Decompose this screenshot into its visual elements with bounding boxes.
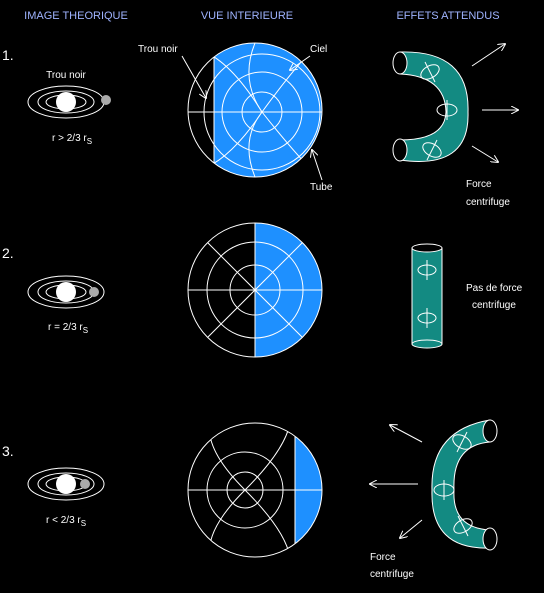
label-tube: Tube: [310, 182, 333, 193]
header-expected-effects: EFFETS ATTENDUS: [396, 10, 499, 22]
label-trou-noir: Trou noir: [138, 44, 178, 55]
black-hole-sphere: [56, 474, 76, 494]
orbit-diagram-3: r < 2/3 rS: [27, 467, 105, 528]
interior-view-1: Trou noir Ciel Tube: [138, 42, 333, 193]
straight-tube-2: Pas de force centrifuge: [411, 243, 523, 349]
effect-label-3a: Force: [370, 552, 396, 563]
effect-label-1b: centrifuge: [466, 197, 510, 208]
black-hole-sphere: [56, 282, 76, 302]
black-hole-label: Trou noir: [46, 70, 86, 81]
curved-tube-1: Force centrifuge: [392, 44, 518, 208]
orbit-diagram-2: r = 2/3 rS: [27, 275, 105, 335]
curved-tube-3: Force centrifuge: [370, 419, 498, 580]
orbit-diagram-1: Trou noir r > 2/3 rS: [27, 70, 111, 146]
orbiter-dot: [101, 95, 111, 105]
orbiter-dot: [89, 287, 99, 297]
effect-label-2a: Pas de force: [466, 283, 523, 294]
header-interior-view: VUE INTERIEURE: [201, 10, 293, 22]
header-theoretical: IMAGE THEORIQUE: [24, 10, 128, 22]
effect-label-1a: Force: [466, 179, 492, 190]
effect-label-3b: centrifuge: [370, 569, 414, 580]
interior-view-2: [187, 222, 323, 358]
effect-label-2b: centrifuge: [472, 300, 516, 311]
radius-condition-2: r = 2/3 rS: [48, 322, 88, 335]
row-number-3: 3.: [2, 443, 14, 459]
radius-condition-3: r < 2/3 rS: [46, 515, 86, 528]
sky-region: [214, 43, 322, 177]
label-ciel: Ciel: [310, 44, 327, 55]
row-number-2: 2.: [2, 245, 14, 261]
interior-view-3: [187, 422, 323, 558]
radius-condition-1: r > 2/3 rS: [52, 133, 92, 146]
row-number-1: 1.: [2, 47, 14, 63]
orbiter-dot: [80, 479, 90, 489]
black-hole-sphere: [56, 92, 76, 112]
